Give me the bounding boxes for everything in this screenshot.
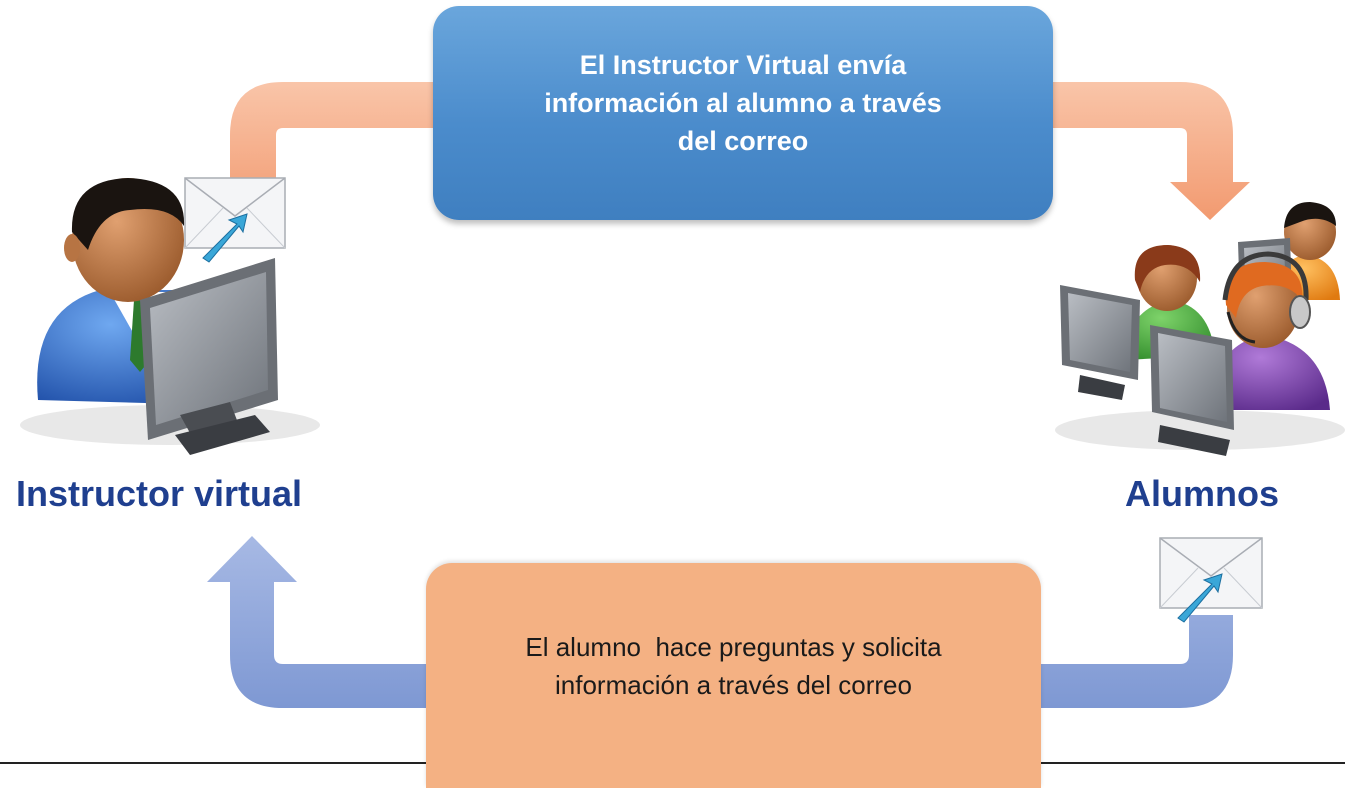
top-message-text: El Instructor Virtual envía información … xyxy=(544,46,942,160)
bottom-message-line: información a través del correo xyxy=(555,669,912,700)
bottom-message-text: El alumno hace preguntas y solicita info… xyxy=(525,628,941,704)
top-message-line: El Instructor Virtual envía xyxy=(579,50,907,80)
top-message-box: El Instructor Virtual envía información … xyxy=(433,6,1053,220)
envelope-icon xyxy=(184,177,286,263)
bottom-message-line: El alumno hace preguntas y solicita xyxy=(525,631,942,662)
top-message-line: del correo xyxy=(677,126,809,156)
students-computers-icon xyxy=(1055,202,1345,456)
bottom-message-box: El alumno hace preguntas y solicita info… xyxy=(426,563,1041,788)
envelope-icon xyxy=(1159,537,1263,623)
instructor-computer-icon xyxy=(20,178,320,455)
instructor-label: Instructor virtual xyxy=(16,473,303,514)
top-message-line: información al alumno a través xyxy=(544,88,942,118)
students-label: Alumnos xyxy=(1125,473,1280,514)
